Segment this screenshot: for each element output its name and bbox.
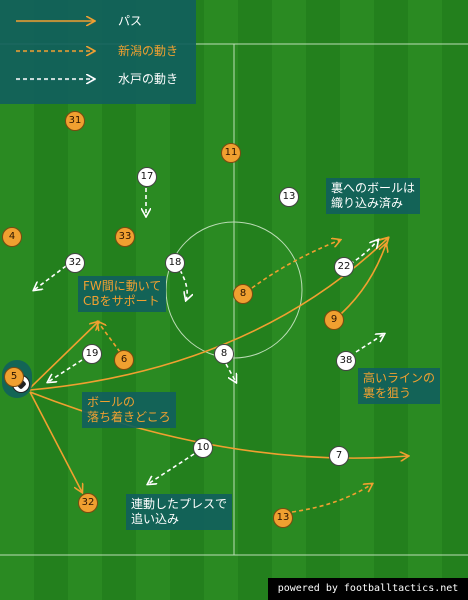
- legend-niigata-label: 新潟の動き: [118, 44, 179, 58]
- mito-move-10: [148, 453, 195, 484]
- legend-pass-label: パス: [118, 14, 143, 28]
- mito-player-32: 32: [65, 253, 85, 273]
- niigata-player-9: 9: [324, 310, 344, 330]
- niigata-player-5: 5: [4, 367, 24, 387]
- mito-player-22: 22: [334, 257, 354, 277]
- niigata-player-4: 4: [2, 227, 22, 247]
- note-press-chase: 連動したプレスで 追い込み: [126, 494, 233, 530]
- niigata-move-8: [251, 240, 340, 289]
- legend-mito-label: 水戸の動き: [118, 72, 179, 86]
- mito-player-38: 38: [336, 351, 356, 371]
- note-fw-support: FW間に動いて CBをサポート: [78, 276, 167, 312]
- niigata-move-6: [98, 322, 121, 353]
- legend-arrow-layer: [16, 0, 196, 104]
- niigata-player-11: 11: [221, 143, 241, 163]
- footer-credit: powered by footballtactics.net: [268, 578, 468, 600]
- mito-move-38: [355, 334, 384, 353]
- mito-player-10: 10: [193, 438, 213, 458]
- niigata-player-6: 6: [114, 350, 134, 370]
- niigata-player-32: 32: [78, 493, 98, 513]
- mito-player-13: 13: [279, 187, 299, 207]
- pass-arrow-to-32: [29, 391, 82, 492]
- niigata-player-33: 33: [115, 227, 135, 247]
- mito-player-17: 17: [137, 167, 157, 187]
- niigata-player-13: 13: [273, 508, 293, 528]
- mito-player-7: 7: [329, 446, 349, 466]
- niigata-moves: [98, 240, 372, 513]
- note-ball-behind: 裏へのボールは 織り込み済み: [326, 178, 421, 214]
- niigata-player-8: 8: [233, 284, 253, 304]
- niigata-player-31: 31: [65, 111, 85, 131]
- note-ball-settle: ボールの 落ち着きどころ: [82, 392, 176, 428]
- mito-player-8: 8: [214, 344, 234, 364]
- pass-arrow-to-6-area: [29, 322, 98, 389]
- mito-move-18: [179, 269, 187, 300]
- mito-player-19: 19: [82, 344, 102, 364]
- mito-player-18: 18: [165, 253, 185, 273]
- mito-move-8: [225, 363, 236, 382]
- note-high-line: 高いラインの 裏を狙う: [358, 368, 441, 404]
- legend-panel: パス 新潟の動き 水戸の動き: [0, 0, 196, 104]
- niigata-move-13: [291, 484, 372, 513]
